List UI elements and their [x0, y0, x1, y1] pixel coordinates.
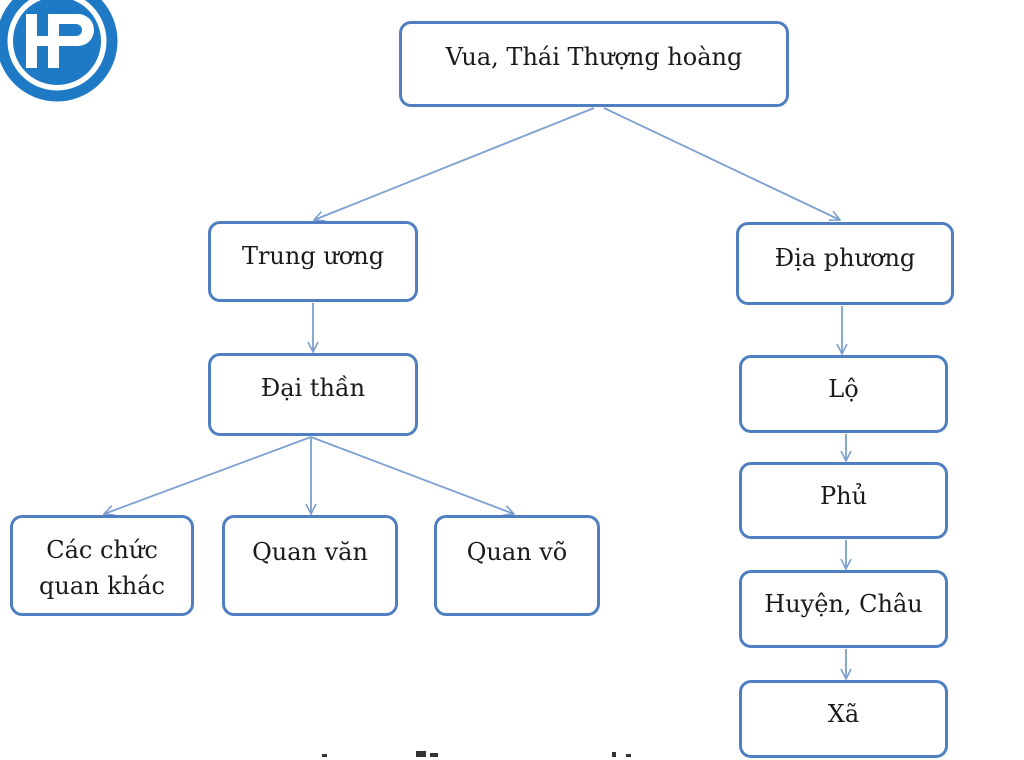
- node-central-label: Trung ương: [241, 242, 385, 270]
- connector-king-local: [603, 107, 840, 220]
- node-local-label: Địa phương: [774, 244, 916, 272]
- node-military-officials-label: Quan võ: [466, 538, 568, 566]
- node-central: Trung ương: [208, 221, 418, 302]
- node-king: Vua, Thái Thượng hoàng: [399, 21, 789, 107]
- node-civil-officials-label: Quan văn: [252, 538, 368, 566]
- node-local: Địa phương: [736, 222, 954, 305]
- hp-logo: [0, 0, 118, 102]
- node-civil-officials: Quan văn: [222, 515, 398, 616]
- node-lo: Lộ: [739, 355, 948, 433]
- node-military-officials: Quan võ: [434, 515, 600, 616]
- node-king-label: Vua, Thái Thượng hoàng: [445, 43, 743, 71]
- node-lo-label: Lộ: [828, 375, 859, 403]
- connector-grand-military: [310, 436, 514, 514]
- connector-king-central: [314, 107, 595, 220]
- node-other-offices: Các chức quan khác: [10, 515, 194, 616]
- node-grand-officials: Đại thần: [208, 353, 418, 436]
- node-huyen-chau-label: Huyện, Châu: [764, 590, 923, 618]
- cropped-caption-fragment: [322, 751, 631, 757]
- node-huyen-chau: Huyện, Châu: [739, 570, 948, 648]
- connector-grand-other: [104, 436, 312, 514]
- node-phu: Phủ: [739, 462, 948, 539]
- node-xa: Xã: [739, 680, 948, 758]
- node-xa-label: Xã: [827, 700, 860, 728]
- node-grand-officials-label: Đại thần: [260, 374, 366, 402]
- node-other-offices-line-2: quan khác: [39, 572, 165, 600]
- node-phu-label: Phủ: [819, 482, 868, 510]
- node-other-offices-line-1: Các chức: [46, 536, 158, 564]
